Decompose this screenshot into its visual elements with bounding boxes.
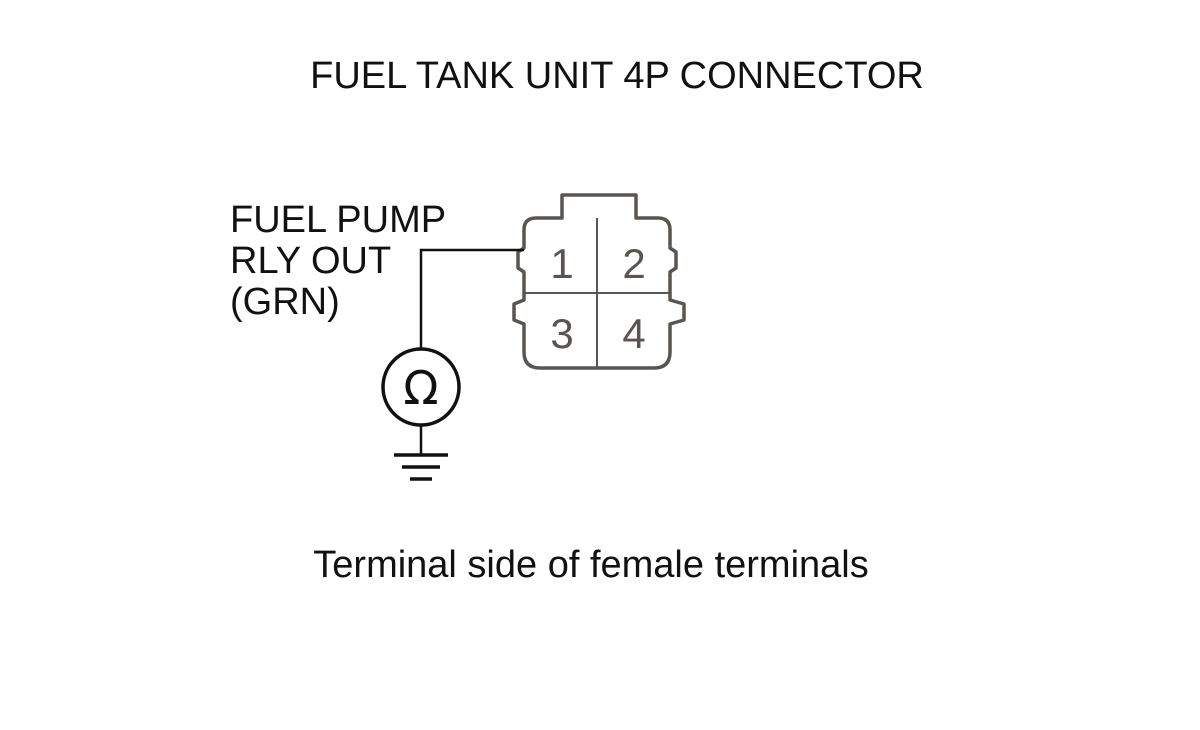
wire-label-line1: FUEL PUMP xyxy=(230,199,446,241)
pin-1-label: 1 xyxy=(550,240,573,287)
test-lead-wire xyxy=(419,248,524,358)
wire-label-line2: RLY OUT xyxy=(230,240,391,282)
pin-3-label: 3 xyxy=(550,310,573,357)
pin-2-label: 2 xyxy=(622,240,645,287)
diagram-title: FUEL TANK UNIT 4P CONNECTOR xyxy=(310,55,924,97)
ohmmeter-symbol: Ω xyxy=(381,347,461,427)
diagram-caption: Terminal side of female terminals xyxy=(313,544,868,586)
wire-label-line3: (GRN) xyxy=(230,281,340,323)
connector-4p: 1 2 3 4 xyxy=(512,193,686,370)
ohm-icon: Ω xyxy=(403,361,438,415)
connector-housing xyxy=(512,193,686,370)
ground-icon xyxy=(394,425,448,481)
pin-4-label: 4 xyxy=(622,310,645,357)
